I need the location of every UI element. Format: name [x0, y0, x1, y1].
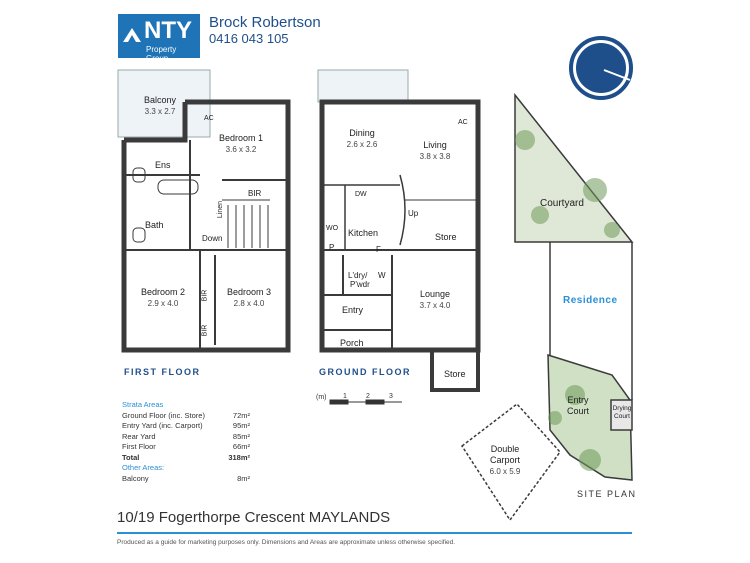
gf-ac-label: AC: [458, 119, 468, 126]
bedroom2-label: Bedroom 2: [140, 287, 186, 297]
strata-heading: Strata Areas: [122, 400, 164, 409]
bedroom3-label: Bedroom 3: [226, 287, 272, 297]
area-value: 66m²: [232, 442, 250, 451]
ground-floor-plan: [317, 69, 481, 392]
living-label: Living: [423, 140, 447, 150]
area-label: First Floor: [122, 442, 156, 451]
ens-label: Ens: [155, 160, 171, 170]
laundry-label: L'dry/: [348, 271, 368, 280]
powder-label: P'wdr: [350, 280, 370, 289]
scale-tick-1: 1: [343, 393, 347, 400]
linen-label: Linen: [217, 200, 225, 219]
bir2-label: BIR: [201, 289, 209, 302]
first-floor-title: FIRST FLOOR: [124, 367, 201, 377]
disclaimer: Produced as a guide for marketing purpos…: [117, 539, 456, 546]
area-total-row: Total 318m²: [122, 453, 250, 464]
w-label: W: [378, 271, 386, 280]
area-row: Ground Floor (inc. Store) 72m²: [122, 411, 250, 422]
balcony-label: Balcony: [143, 95, 177, 105]
total-label: Total: [122, 452, 140, 462]
bir3-label: BIR: [201, 324, 209, 337]
bedroom2-dim: 2.9 x 4.0: [147, 299, 179, 308]
scale-tick-2: 2: [366, 393, 370, 400]
area-value: 85m²: [232, 431, 250, 441]
bedroom1-dim: 3.6 x 3.2: [225, 145, 257, 154]
area-value: 72m²: [232, 410, 250, 420]
property-address: 10/19 Fogerthorpe Crescent MAYLANDS: [117, 509, 391, 526]
area-value: 95m²: [232, 421, 250, 430]
area-value: 8m²: [237, 473, 250, 483]
ground-floor-title: GROUND FLOOR: [319, 367, 411, 377]
store2-label: Store: [444, 369, 466, 379]
pantry-label: P: [329, 243, 335, 252]
agent-name: Brock Robertson: [209, 14, 321, 31]
area-label: Rear Yard: [122, 431, 156, 441]
first-floor-plan: [117, 69, 291, 353]
courtyard-garden: [515, 130, 620, 471]
area-row: First Floor 66m²: [122, 442, 250, 453]
other-heading: Other Areas:: [122, 463, 165, 472]
lounge-dim: 3.7 x 4.0: [419, 301, 451, 310]
fridge-label: F: [376, 245, 381, 254]
bath-label: Bath: [145, 220, 164, 230]
scale-bar: [329, 399, 402, 405]
living-dim: 3.8 x 3.8: [419, 152, 451, 161]
area-label: Balcony: [122, 473, 149, 483]
footer-divider: [117, 532, 632, 534]
area-row: Entry Yard (inc. Carport) 95m²: [122, 421, 250, 432]
scale-tick-3: 3: [389, 393, 393, 400]
lounge-label: Lounge: [419, 289, 451, 299]
dw-label: DW: [355, 191, 367, 198]
compass-icon: [569, 36, 633, 100]
drying-court-label: Drying Court: [612, 405, 632, 420]
carport-label: Double Carport: [489, 444, 520, 465]
entry-label: Entry: [342, 305, 364, 315]
area-row: Rear Yard 85m²: [122, 432, 250, 443]
agency-logo: NTY Property Group: [118, 14, 200, 63]
bir1-label: BIR: [248, 189, 262, 198]
area-label: Ground Floor (inc. Store): [122, 410, 205, 420]
site-plan-title: SITE PLAN: [577, 489, 637, 499]
scale-unit: (m): [316, 394, 327, 401]
carport-dim: 6.0 x 5.9: [489, 467, 521, 476]
courtyard-label: Courtyard: [540, 198, 584, 209]
porch-label: Porch: [340, 338, 364, 348]
logo-brand: NTY: [144, 17, 192, 44]
area-row: Balcony 8m²: [122, 474, 250, 485]
ff-ac-label: AC: [204, 115, 214, 122]
kitchen-label: Kitchen: [347, 228, 379, 238]
balcony-dim: 3.3 x 2.7: [144, 107, 176, 116]
bedroom1-label: Bedroom 1: [218, 133, 264, 143]
stairs-down-label: Down: [202, 234, 223, 243]
store-label: Store: [435, 232, 457, 242]
dining-label: Dining: [349, 128, 375, 138]
agent-phone[interactable]: 0416 043 105: [209, 31, 289, 46]
areas-table: Strata Areas Ground Floor (inc. Store) 72…: [122, 400, 250, 484]
area-label: Entry Yard (inc. Carport): [122, 421, 203, 430]
wo-label: WO: [326, 225, 339, 232]
bedroom3-dim: 2.8 x 4.0: [233, 299, 265, 308]
total-value: 318m²: [228, 452, 250, 462]
house-logo-icon: [123, 28, 141, 42]
residence-label: Residence: [563, 295, 618, 306]
stairs-up-label: Up: [408, 209, 419, 218]
site-plan: [460, 92, 634, 522]
dining-dim: 2.6 x 2.6: [346, 140, 378, 149]
logo-subtitle: Property Group: [146, 45, 177, 63]
entry-court-label: Entry Court: [566, 395, 589, 416]
